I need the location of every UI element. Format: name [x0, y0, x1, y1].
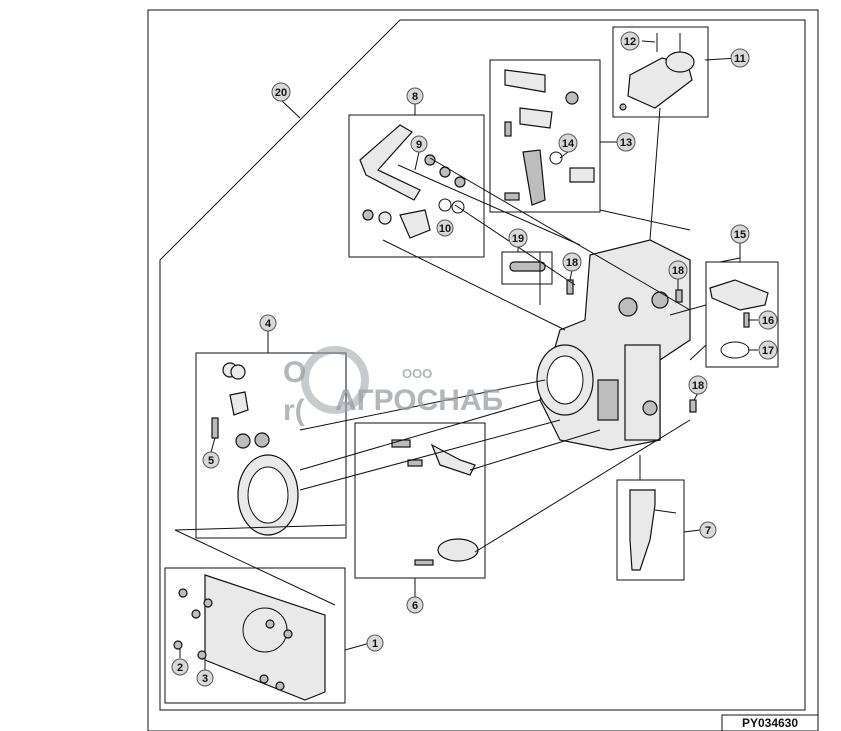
bolts-18 — [566, 279, 697, 413]
svg-text:9: 9 — [416, 139, 422, 151]
lever-cap — [709, 279, 769, 311]
svg-text:20: 20 — [275, 87, 287, 99]
watermark-partial-a: О — [283, 356, 306, 389]
svg-text:5: 5 — [208, 455, 214, 467]
callout-12: 12 — [620, 31, 640, 51]
svg-text:18: 18 — [672, 265, 684, 277]
bolts-group — [173, 588, 293, 691]
box-item-13 — [489, 59, 601, 213]
watermark-prefix: ООО — [402, 366, 432, 381]
pawl — [522, 149, 546, 206]
hitch-housing — [536, 239, 691, 451]
box-item-4 — [195, 352, 347, 539]
svg-text:18: 18 — [692, 380, 704, 392]
svg-text:4: 4 — [265, 318, 272, 330]
svg-text:3: 3 — [202, 673, 208, 685]
callout-18-c: 18 — [688, 375, 708, 395]
latch-pin — [629, 489, 656, 571]
svg-text:19: 19 — [512, 233, 524, 245]
box-item-8 — [348, 114, 485, 258]
callout-14: 14 — [558, 133, 578, 153]
callout-5: 5 — [202, 451, 220, 469]
callout-16: 16 — [758, 310, 778, 330]
group-20-outline — [159, 19, 806, 711]
svg-text:6: 6 — [412, 600, 418, 612]
watermark: О r( ООО АГРОСНАБ — [283, 346, 503, 427]
callout-1: 1 — [366, 634, 384, 652]
callout-13: 13 — [616, 132, 636, 152]
callout-8: 8 — [406, 87, 424, 105]
callout-7: 7 — [699, 521, 717, 539]
svg-text:12: 12 — [624, 36, 636, 48]
box-item-6 — [354, 422, 486, 579]
box-item-11 — [612, 26, 709, 118]
callout-3: 3 — [196, 669, 214, 687]
svg-text:15: 15 — [734, 229, 746, 241]
callout-leaders — [179, 40, 758, 670]
box-item-1 — [164, 567, 346, 704]
svg-text:2: 2 — [177, 662, 183, 674]
callout-19: 19 — [508, 228, 528, 248]
callout-9: 9 — [410, 135, 428, 153]
callout-18-a: 18 — [562, 252, 582, 272]
svg-text:14: 14 — [562, 138, 575, 150]
callout-11: 11 — [730, 48, 750, 68]
callout-15: 15 — [730, 224, 750, 244]
svg-text:18: 18 — [566, 257, 578, 269]
svg-text:7: 7 — [705, 525, 711, 537]
svg-text:17: 17 — [762, 345, 774, 357]
spring — [509, 261, 546, 272]
box-item-15 — [705, 261, 779, 368]
svg-text:10: 10 — [439, 223, 451, 235]
assembly-lines — [174, 107, 741, 606]
svg-text:16: 16 — [762, 315, 774, 327]
box-item-19 — [501, 251, 553, 285]
handle-lever — [359, 124, 421, 201]
callout-10: 10 — [436, 219, 454, 237]
svg-text:1: 1 — [372, 638, 378, 650]
callout-18-b: 18 — [668, 260, 688, 280]
watermark-brand: АГРОСНАБ — [335, 384, 503, 417]
callout-17: 17 — [758, 340, 778, 360]
bushing — [504, 69, 546, 93]
diagram-frame — [147, 9, 819, 731]
callout-6: 6 — [406, 596, 424, 614]
figure-code-box: PY034630 — [721, 714, 819, 731]
watermark-partial-b: r( — [283, 394, 305, 427]
mounting-plate — [204, 574, 326, 701]
svg-text:11: 11 — [734, 53, 746, 65]
callout-4: 4 — [259, 314, 277, 332]
box-item-7 — [616, 479, 685, 581]
svg-text:8: 8 — [412, 91, 418, 103]
callout-2: 2 — [171, 658, 189, 676]
pin-cylinder — [437, 538, 479, 562]
figure-code: PY034630 — [742, 716, 798, 730]
svg-text:13: 13 — [620, 137, 632, 149]
callout-20: 20 — [271, 82, 291, 102]
